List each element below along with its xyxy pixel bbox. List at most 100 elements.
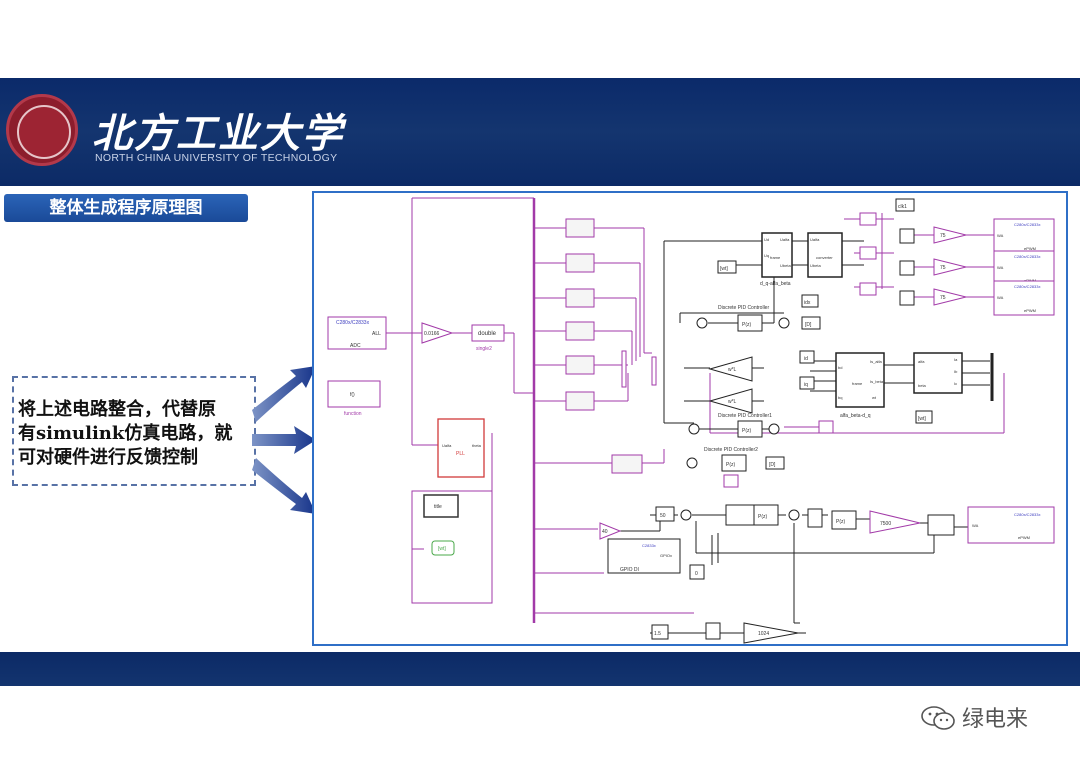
svg-text:alfa: alfa [918,359,925,364]
svg-text:f(): f() [350,392,355,398]
svg-text:P(z): P(z) [742,428,752,434]
svg-text:Ic: Ic [954,381,957,386]
simulink-diagram: C280x/C2833x ALL ADC f() function 0.0166… [314,193,1066,644]
svg-text:7500: 7500 [880,521,891,527]
adc-block-label: C280x/C2833x [336,320,370,326]
university-name-en: NORTH CHINA UNIVERSITY OF TECHNOLOGY [95,152,337,164]
gain-7500 [870,511,920,533]
svg-text:bq: bq [838,395,842,400]
svg-text:[D]: [D] [769,462,776,468]
svg-text:Uq: Uq [764,253,769,258]
svg-text:P(z): P(z) [726,462,736,468]
svg-text:Ubeta: Ubeta [780,263,791,268]
svg-text:title: title [434,504,442,510]
slide-title: 整体生成程序原理图 [4,194,248,222]
svg-text:WA: WA [997,233,1004,238]
wechat-icon [920,705,956,731]
svg-text:w*L: w*L [728,367,737,373]
svg-text:Ud: Ud [764,237,769,242]
goto-q [819,421,833,433]
pwm-block-4 [968,507,1054,543]
svg-text:beta: beta [918,383,927,388]
svg-text:GPIO DI: GPIO DI [620,567,639,573]
pll-block [438,419,484,477]
svg-text:iq: iq [804,382,808,388]
svg-text:75: 75 [940,233,946,239]
arrow-up [252,366,316,422]
sub-block-2 [566,254,594,272]
svg-text:Ualfa: Ualfa [780,237,790,242]
svg-text:C280x/C2833x: C280x/C2833x [1014,254,1040,259]
sub-block-6 [566,392,594,410]
svg-text:40: 40 [602,529,608,535]
gain-75-3 [934,289,966,305]
svg-text:0.0166: 0.0166 [424,331,440,337]
svg-text:ALL: ALL [372,331,381,337]
svg-text:id: id [804,356,808,362]
svg-text:Is_alfa: Is_alfa [870,359,883,364]
sub-block-3 [566,289,594,307]
svg-text:single2: single2 [476,346,492,352]
note-text: 将上述电路整合，代替原 有simulink仿真电路，就 可对硬件进行反馈控制 [18,398,258,470]
university-seal-logo [6,94,78,166]
svg-text:75: 75 [940,265,946,271]
svg-text:Discrete PID Controller: Discrete PID Controller [718,305,769,311]
svg-text:ADC: ADC [350,343,361,349]
svg-text:P(z): P(z) [836,519,846,525]
svg-text:double: double [478,331,497,337]
gain-75-2 [934,259,966,275]
svg-text:GPIOx: GPIOx [660,553,672,558]
pointer-arrows [250,360,320,520]
svg-text:frame: frame [852,381,863,386]
gain-1024 [744,623,798,643]
svg-text:[D]: [D] [805,322,812,328]
svg-text:C2833x: C2833x [642,543,656,548]
svg-text:ePWM: ePWM [1018,535,1030,540]
svg-text:[wt]: [wt] [918,416,926,422]
arrow-down [252,458,316,514]
svg-text:function: function [344,411,362,417]
arrow-mid [252,426,316,454]
svg-text:ePWM: ePWM [1024,308,1036,313]
svg-text:clk1: clk1 [898,204,907,210]
mux-2 [652,357,656,385]
gain-75-1 [934,227,966,243]
mux-1 [622,351,626,387]
svg-text:1024: 1024 [758,631,769,637]
svg-text:ePWM: ePWM [1024,246,1036,251]
svg-text:1.5: 1.5 [654,631,661,637]
svg-text:Ualfa: Ualfa [810,237,820,242]
svg-text:[wt]: [wt] [438,546,446,552]
sub-block-7 [612,455,642,473]
footer-band [0,652,1080,686]
svg-text:75: 75 [940,295,946,301]
svg-text:C280x/C2833x: C280x/C2833x [1014,222,1040,227]
svg-text:50: 50 [660,513,666,519]
svg-text:C280x/C2833x: C280x/C2833x [1014,284,1040,289]
svg-text:P(z): P(z) [758,514,768,520]
svg-text:bd: bd [838,365,842,370]
simulink-diagram-frame: C280x/C2833x ALL ADC f() function 0.0166… [312,191,1068,646]
note-line-3: 可对硬件进行反馈控制 [18,446,258,470]
university-name-cn: 北方工业大学 [92,101,344,159]
svg-text:alfa_beta-d_q: alfa_beta-d_q [840,413,871,419]
svg-text:[wt]: [wt] [720,266,728,272]
svg-text:Discrete PID Controller2: Discrete PID Controller2 [704,447,758,453]
svg-text:Ualfa: Ualfa [442,443,452,448]
sub-block-5 [566,356,594,374]
svg-text:WA: WA [997,295,1004,300]
svg-text:0: 0 [695,571,698,577]
sub-block-4 [566,322,594,340]
brand-name: 绿电来 [962,701,1028,733]
svg-text:d_q-alfa_beta: d_q-alfa_beta [760,281,791,287]
svg-text:w*L: w*L [728,399,737,405]
svg-text:converter: converter [816,255,833,260]
svg-text:WA: WA [997,265,1004,270]
note-line-1: 将上述电路整合，代替原 [18,398,258,422]
svg-text:C280x/C2833x: C280x/C2833x [1014,512,1040,517]
svg-text:P(z): P(z) [742,322,752,328]
svg-text:idx: idx [804,300,811,306]
svg-text:Is_beta: Is_beta [870,379,884,384]
note-line-2: 有simulink仿真电路，就 [18,422,258,446]
svg-text:Ubeta: Ubeta [810,263,821,268]
